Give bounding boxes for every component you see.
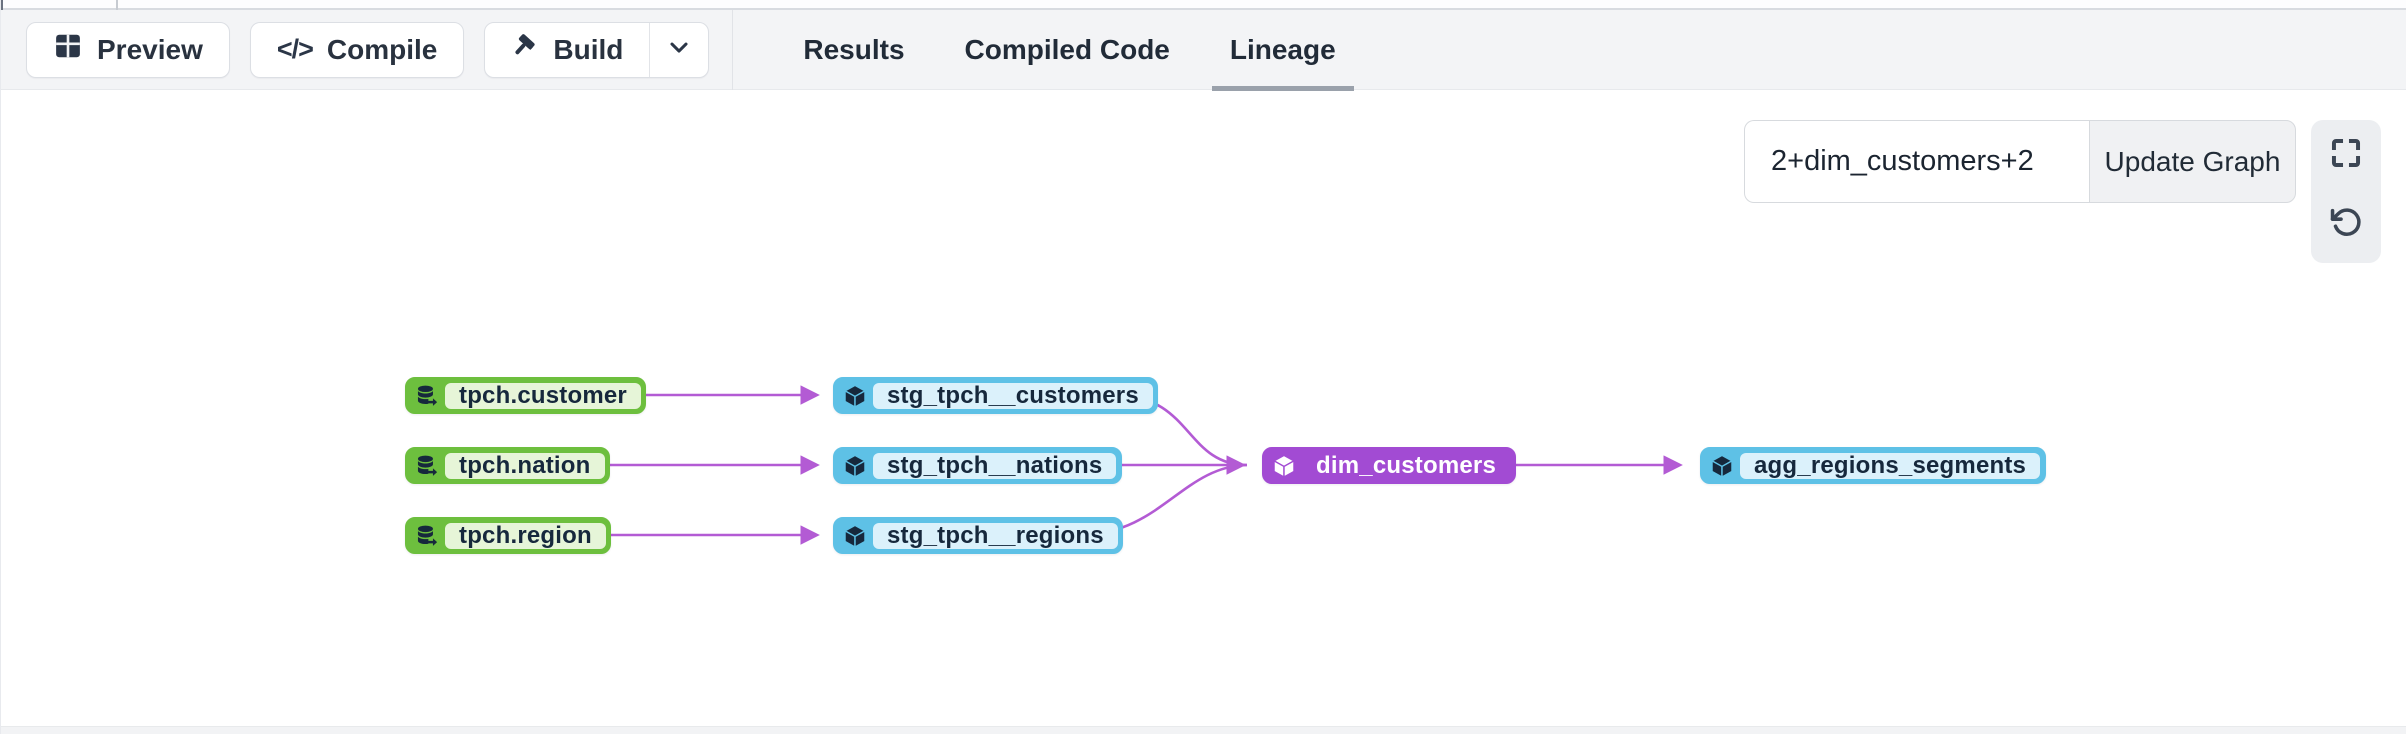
toolbar-divider [732, 9, 734, 90]
tab-lineage-label: Lineage [1229, 33, 1336, 65]
database-arrow-icon [408, 380, 445, 411]
update-graph-button[interactable]: Update Graph [2089, 120, 2296, 203]
node-label: tpch.customer [445, 382, 641, 409]
cube-icon [836, 520, 873, 551]
editor-toolbar: Preview </> Compile Build [1, 9, 2406, 91]
fullscreen-button[interactable] [2327, 136, 2365, 174]
tab-compiled-code[interactable]: Compiled Code [935, 10, 1200, 90]
tab-lineage[interactable]: Lineage [1200, 10, 1366, 91]
database-arrow-icon [408, 450, 445, 481]
build-button-label: Build [553, 33, 624, 65]
build-options-button[interactable] [650, 23, 708, 77]
build-button-group: Build [484, 21, 710, 78]
pane-bottom-edge [1, 726, 2406, 734]
cube-icon [836, 450, 873, 481]
pane-corner-mark [1, 0, 3, 10]
lineage-node-tpch-nation[interactable]: tpch.nation [405, 447, 611, 484]
preview-button[interactable]: Preview [26, 21, 230, 78]
lineage-node-stg-tpch-nations[interactable]: stg_tpch__nations [833, 447, 1122, 484]
node-label: agg_regions_segments [1740, 452, 2041, 479]
lineage-node-stg-tpch-customers[interactable]: stg_tpch__customers [833, 377, 1159, 414]
model-selector-input[interactable] [1744, 120, 2089, 203]
build-button[interactable]: Build [485, 22, 651, 77]
reset-view-button[interactable] [2327, 205, 2365, 243]
preview-button-label: Preview [97, 33, 203, 65]
database-arrow-icon [408, 520, 445, 551]
rotate-ccw-icon [2329, 205, 2363, 244]
table-grid-icon [53, 31, 83, 68]
compile-button-label: Compile [326, 33, 438, 65]
tab-compiled-code-label: Compiled Code [964, 33, 1170, 65]
hammer-icon [511, 32, 539, 67]
lineage-selector-group: Update Graph [1744, 120, 2296, 203]
fullscreen-expand-icon [2329, 136, 2363, 175]
pane-resize-notch [116, 0, 118, 10]
node-label: dim_customers [1316, 451, 1496, 479]
pane-top-edge [1, 0, 2406, 10]
compile-button[interactable]: </> Compile [249, 21, 465, 78]
node-label: tpch.nation [445, 452, 605, 479]
node-label: stg_tpch__nations [873, 452, 1117, 479]
lineage-node-agg-regions-segments[interactable]: agg_regions_segments [1700, 447, 2046, 484]
lineage-node-dim-customers[interactable]: dim_customers [1262, 447, 1516, 484]
cube-icon [836, 380, 873, 411]
cube-icon [1265, 450, 1302, 481]
graph-tools-panel [2311, 120, 2381, 263]
node-label: tpch.region [445, 522, 606, 549]
node-label: stg_tpch__regions [873, 522, 1118, 549]
lineage-node-tpch-region[interactable]: tpch.region [405, 517, 612, 554]
result-tabs: Results Compiled Code Lineage [773, 10, 1366, 91]
cube-icon [1703, 450, 1740, 481]
tab-results-label: Results [803, 33, 905, 65]
node-label: stg_tpch__customers [873, 382, 1153, 409]
code-icon: </> [276, 34, 314, 64]
tab-results[interactable]: Results [773, 10, 934, 90]
chevron-down-icon [665, 33, 693, 66]
lineage-node-tpch-customer[interactable]: tpch.customer [405, 377, 647, 414]
lineage-node-stg-tpch-regions[interactable]: stg_tpch__regions [833, 517, 1124, 554]
